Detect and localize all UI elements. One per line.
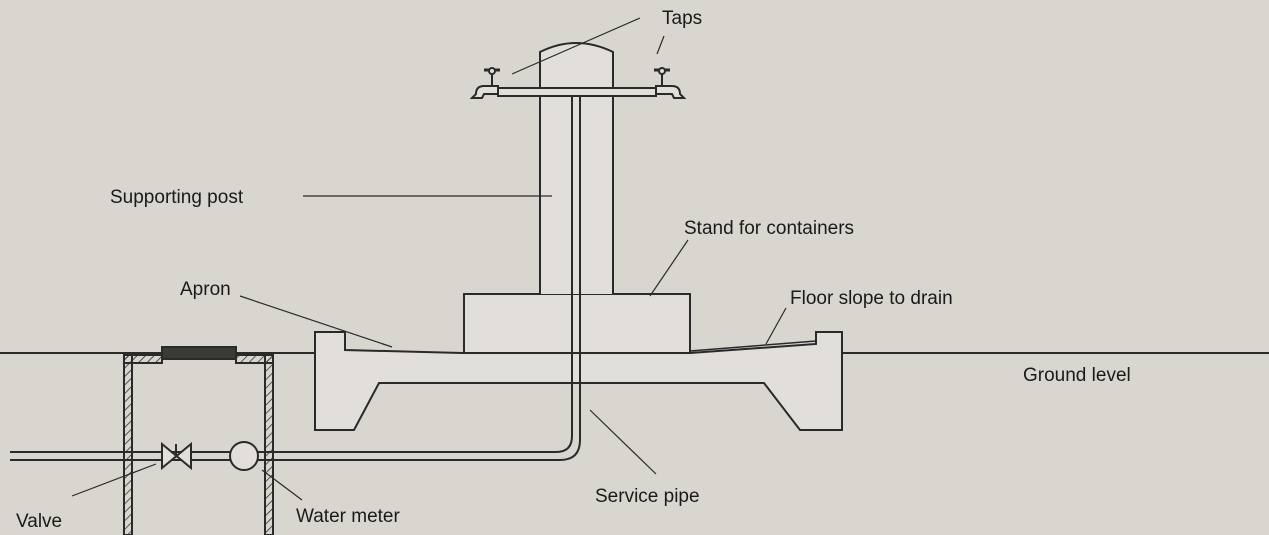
chamber-wall-right — [264, 354, 274, 535]
apron-leader — [239, 295, 393, 348]
label-water-meter: Water meter — [296, 506, 400, 527]
label-valve: Valve — [16, 511, 63, 532]
stand-leader — [649, 239, 689, 297]
chamber-cover — [161, 346, 237, 360]
container-stand — [463, 293, 691, 354]
chamber-top-left — [123, 354, 163, 364]
service-pipe — [10, 92, 573, 453]
supporting-post — [539, 42, 614, 294]
service-pipe-leader — [589, 409, 657, 475]
floor-slope-line — [689, 340, 817, 352]
meter-leader — [261, 469, 303, 501]
label-stand: Stand for containers — [684, 218, 855, 239]
label-supporting-post: Supporting post — [110, 187, 244, 208]
tap-right — [654, 67, 687, 99]
service-pipe-inner — [10, 92, 581, 461]
taps-leader-2 — [656, 35, 665, 55]
label-ground-level: Ground level — [1023, 365, 1131, 386]
chamber-wall-left — [123, 354, 133, 535]
taps-leader-1 — [511, 17, 641, 75]
chamber-top-right — [235, 354, 274, 364]
label-apron: Apron — [180, 279, 231, 300]
tap-crossbar — [497, 87, 657, 97]
slope-leader — [765, 307, 787, 345]
valve-leader — [71, 463, 157, 497]
label-taps: Taps — [662, 8, 703, 29]
apron-slab — [314, 331, 843, 431]
label-floor-slope: Floor slope to drain — [790, 288, 953, 309]
label-service-pipe: Service pipe — [595, 486, 700, 507]
water-meter-symbol — [229, 441, 259, 471]
tap-left — [469, 67, 500, 99]
